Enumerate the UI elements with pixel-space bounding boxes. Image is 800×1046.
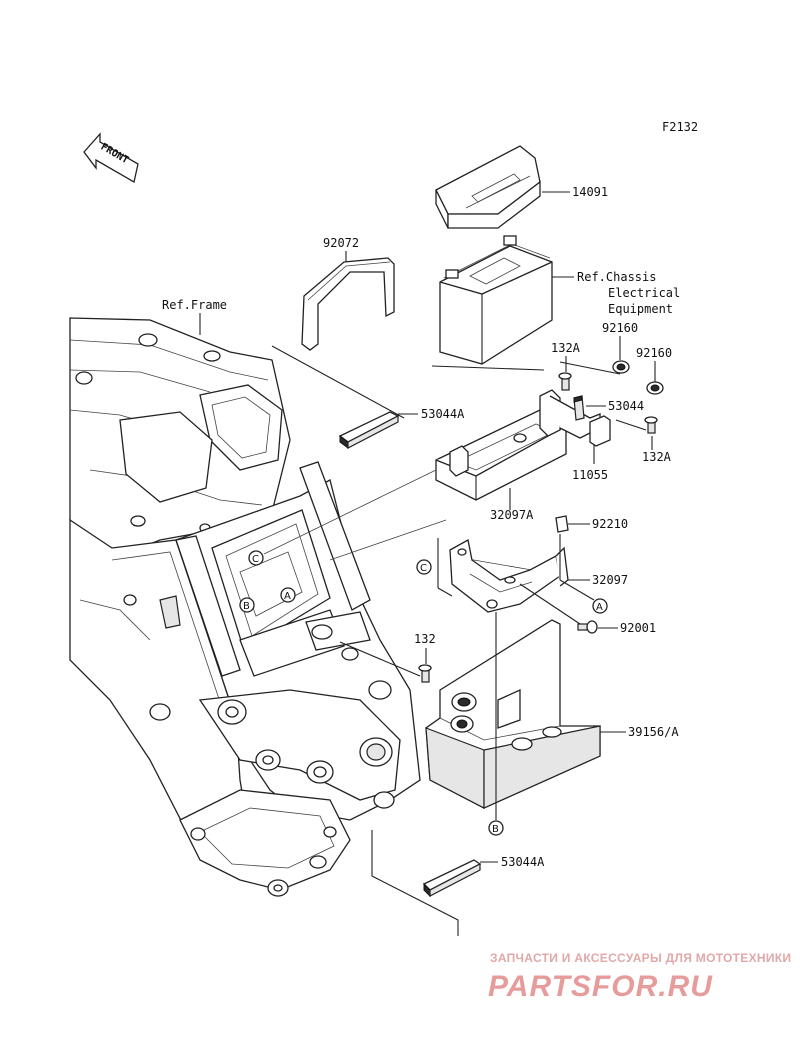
callout-a-frame: A <box>280 587 296 603</box>
label-11055: 11055 <box>572 468 608 482</box>
cover-39156 <box>425 619 601 809</box>
label-53044a-bottom: 53044A <box>501 855 545 869</box>
clip-92210 <box>555 515 569 533</box>
label-53044: 53044 <box>608 399 644 413</box>
callout-c-frame: C <box>248 550 264 566</box>
bolt-92001 <box>577 620 598 634</box>
callout-b-cover: B <box>488 820 504 836</box>
label-92210: 92210 <box>592 517 628 531</box>
callout-b-frame: B <box>239 597 255 613</box>
bracket-11055 <box>589 415 611 447</box>
ref-chassis-line2: Electrical <box>608 286 680 300</box>
battery <box>439 235 553 365</box>
rubber-strip-53044a-top <box>338 411 400 449</box>
label-39156: 39156/A <box>628 725 679 739</box>
watermark-line1: ЗАПЧАСТИ И АКСЕССУАРЫ ДЛЯ МОТОТЕХНИКИ <box>490 951 791 965</box>
svg-text:A: A <box>284 591 291 602</box>
label-32097: 32097 <box>592 573 628 587</box>
battery-cover-14091 <box>435 145 541 229</box>
frame-drawing <box>69 317 421 897</box>
watermark-line2: PARTSFOR.RU <box>488 970 713 1003</box>
strap-92072 <box>301 257 395 351</box>
front-arrow-icon: FRONT <box>83 132 139 184</box>
callout-a-bracket: A <box>592 598 608 614</box>
battery-tray-32097a <box>435 389 601 501</box>
label-132: 132 <box>414 632 436 646</box>
figure-code: F2132 <box>662 120 698 134</box>
svg-text:B: B <box>243 601 250 612</box>
bolt-132 <box>418 664 432 683</box>
label-92160-b: 92160 <box>636 346 672 360</box>
svg-text:A: A <box>596 602 603 613</box>
label-53044a-top: 53044A <box>421 407 465 421</box>
nut-92160-a <box>612 360 630 374</box>
label-92001: 92001 <box>620 621 656 635</box>
label-92072: 92072 <box>323 236 359 250</box>
rubber-53044 <box>573 395 585 421</box>
svg-text:B: B <box>492 824 499 835</box>
callout-c-bracket: C <box>416 559 432 575</box>
label-32097a: 32097A <box>490 508 534 522</box>
svg-text:C: C <box>252 554 259 565</box>
ref-frame-label: Ref.Frame <box>162 298 227 312</box>
nut-92160-b <box>646 381 664 395</box>
rubber-strip-53044a-bottom <box>422 859 482 898</box>
ref-chassis-line1: Ref.Chassis <box>577 270 656 284</box>
bolt-132a-right <box>644 416 658 434</box>
label-132a-right: 132A <box>642 450 672 464</box>
ref-chassis-line3: Equipment <box>608 302 673 316</box>
label-132a-top: 132A <box>551 341 581 355</box>
bolt-132a-top <box>558 372 572 391</box>
label-14091: 14091 <box>572 185 608 199</box>
svg-text:C: C <box>420 563 427 574</box>
label-92160-a: 92160 <box>602 321 638 335</box>
bracket-32097 <box>449 538 569 613</box>
